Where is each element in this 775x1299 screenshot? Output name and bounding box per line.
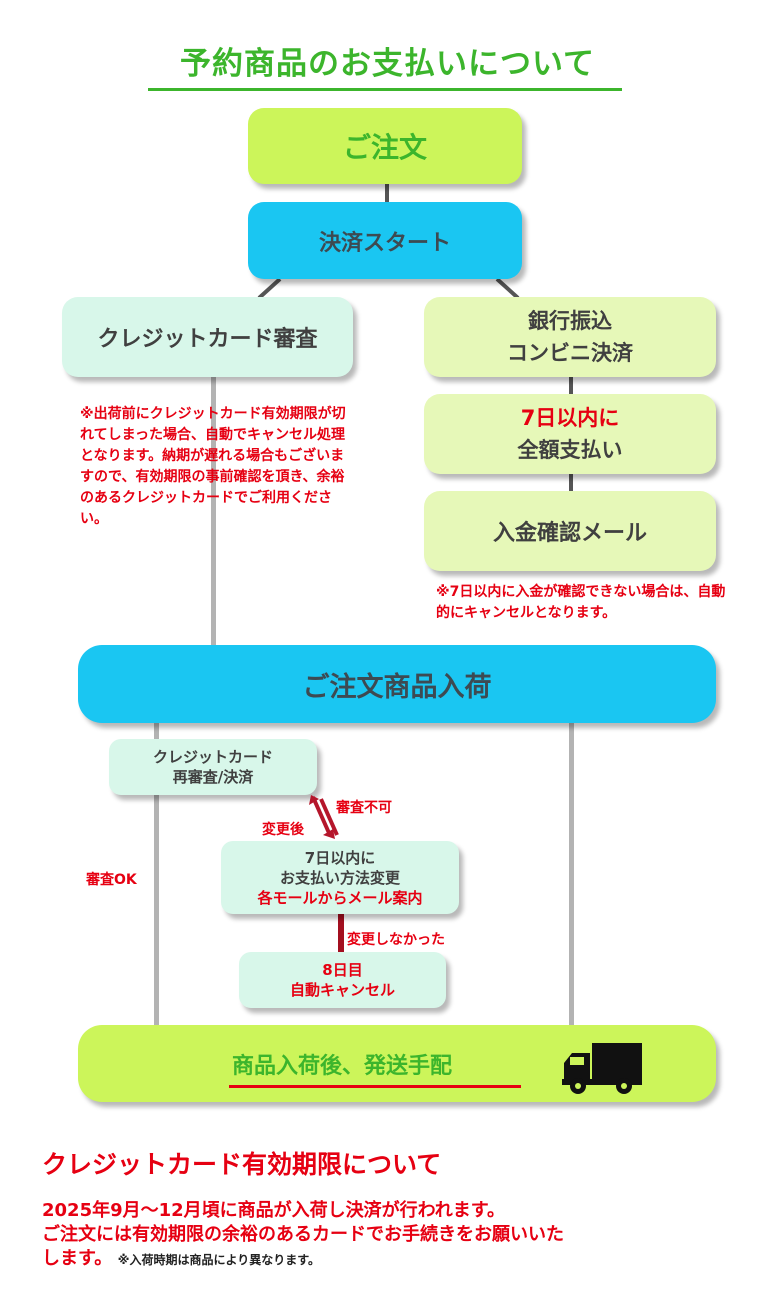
recheck-box: クレジットカード 再審査/決済: [109, 739, 317, 795]
connector-pay-mail: [569, 473, 573, 493]
connector-no-change: [338, 914, 344, 952]
credit-review-label: クレジットカード審査: [97, 327, 318, 352]
cancel-label-1: 8日目: [322, 961, 363, 979]
no-change-label: 変更しなかった: [347, 932, 445, 948]
expiry-line-3: します。 ※入荷時期は商品により異なります。: [42, 1244, 320, 1270]
connector-credit-arrival: [211, 376, 216, 648]
expiry-line-3-text: します。: [42, 1248, 113, 1269]
recheck-label-2: 再審査/決済: [172, 768, 254, 786]
cancel-label-2: 自動キャンセル: [289, 981, 395, 999]
credit-note: ※出荷前にクレジットカード有効期限が切れてしまった場合、自動でキャンセル処理とな…: [80, 406, 346, 527]
order-box: ご注文: [248, 108, 522, 184]
pay7-label-2: 全額支払い: [517, 438, 623, 462]
page-title: 予約商品のお支払いについて: [179, 46, 596, 82]
confirm-mail-label: 入金確認メール: [492, 521, 647, 546]
confirm-mail-box: 入金確認メール: [424, 491, 716, 571]
bank-box: 銀行振込 コンビニ決済: [424, 297, 716, 377]
ok-label: 審査OK: [86, 872, 137, 888]
connector-ok-line: [154, 722, 159, 1025]
connector-order-start: [385, 183, 389, 205]
recheck-label-1: クレジットカード: [152, 748, 273, 766]
pay7-box: 7日以内に 全額支払い: [424, 394, 716, 474]
expiry-small-note: ※入荷時期は商品により異なります。: [117, 1253, 321, 1267]
bank-label-1: 銀行振込: [528, 309, 612, 333]
expiry-heading: クレジットカード有効期限について: [42, 1150, 442, 1179]
expiry-line-1: 2025年9月～12月頃に商品が入荷し決済が行われます。: [42, 1200, 505, 1221]
change-label-1: 7日以内に: [304, 848, 376, 867]
truck-icon: [562, 1043, 642, 1094]
title-underline: [148, 88, 622, 91]
arrival-label: ご注文商品入荷: [302, 671, 492, 703]
credit-review-box: クレジットカード審査: [62, 297, 353, 377]
swap-arrows-icon: [309, 795, 339, 839]
order-label: ご注文: [342, 131, 427, 164]
arrival-box: ご注文商品入荷: [78, 645, 716, 723]
cancel-box: 8日目 自動キャンセル: [239, 952, 446, 1008]
expiry-line-2: ご注文には有効期限の余裕のあるカードでお手続きをお願いいた: [42, 1224, 564, 1245]
change-label-2: お支払い方法変更: [279, 868, 400, 887]
after-change-label: 変更後: [262, 822, 304, 838]
payment-start-box: 決済スタート: [248, 202, 522, 279]
pay7-label-1: 7日以内に: [520, 406, 620, 430]
ship-label: 商品入荷後、発送手配: [232, 1054, 453, 1079]
connector-right-line: [569, 722, 574, 1025]
ng-label: 審査不可: [336, 800, 392, 816]
connector-split: [257, 277, 520, 300]
change-label-3: 各モールからメール案内: [257, 888, 423, 907]
connector-bank-pay: [569, 377, 573, 395]
bank-note: ※7日以内に入金が確認できない場合は、自動的にキャンセルとなります。: [436, 584, 726, 621]
payment-start-label: 決済スタート: [318, 230, 451, 256]
bank-label-2: コンビニ決済: [507, 341, 633, 365]
ship-underline: [229, 1085, 521, 1088]
change-box: 7日以内に お支払い方法変更 各モールからメール案内: [221, 841, 459, 914]
